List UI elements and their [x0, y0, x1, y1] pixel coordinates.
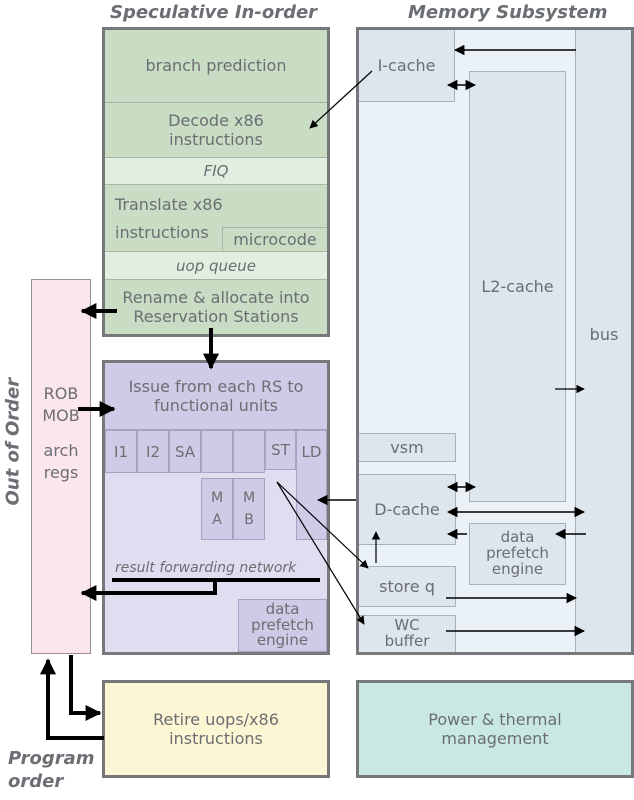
arrow-icache-to-decode — [309, 70, 373, 129]
mem-data-prefetch-engine: data prefetch engine — [469, 523, 566, 585]
translate-block: Translate x86 instructions microcode — [105, 184, 327, 252]
section-title-speculative-in-order: Speculative In-order — [110, 2, 318, 23]
retire-block: Retire uops/x86 instructions — [102, 680, 330, 778]
d-cache: D-cache — [359, 474, 456, 545]
decode-x86: Decode x86 instructions — [105, 102, 327, 157]
translate-x86: Translate x86 instructions — [115, 195, 223, 242]
exec-data-prefetch-engine: data prefetch engine — [238, 599, 327, 652]
arrow-st-to-storeq — [276, 481, 369, 569]
wc-buffer: WC buffer — [359, 615, 456, 652]
i-cache: I-cache — [359, 30, 455, 102]
result-forwarding-label: result forwarding network — [115, 560, 297, 576]
unit-ma-bottom-label: A — [212, 512, 222, 528]
bus-label: bus — [589, 325, 619, 344]
uop-queue: uop queue — [105, 251, 327, 279]
unit-ld-label: LD — [301, 442, 322, 461]
arrow-rob-to-retire — [69, 655, 102, 721]
rob-label: ROB — [43, 384, 79, 403]
mob-label: MOB — [42, 406, 80, 425]
unit-ld: LD — [296, 430, 327, 540]
front-end-block: branch prediction Decode x86 instruction… — [102, 27, 330, 337]
arch-label: arch — [43, 441, 79, 460]
unit-mb-top-label: M — [242, 490, 256, 506]
section-title-program-order: Program order — [8, 748, 95, 792]
unit-st: ST — [265, 430, 296, 470]
branch-prediction: branch prediction — [145, 56, 287, 76]
unit-i1: I1 — [105, 430, 137, 473]
issue-from-rs: Issue from each RS to functional units — [105, 363, 327, 430]
unit-mb: M B — [233, 478, 265, 540]
arrow-retire-to-rob — [40, 658, 104, 740]
store-q: store q — [359, 566, 456, 607]
memory-subsystem-block: bus I-cache L2-cache vsm D-cache data pr… — [356, 27, 634, 655]
unit-mb-bottom-label: B — [244, 512, 254, 528]
arrow-forwarding-to-rob — [80, 580, 217, 601]
unit-ma-top-label: M — [210, 490, 224, 506]
rename-allocate: Rename & allocate into Reservation Stati… — [105, 279, 327, 334]
power-thermal-block: Power & thermal management — [356, 680, 634, 778]
unit-sa: SA — [169, 430, 201, 473]
fiq: FIQ — [105, 157, 327, 184]
microcode: microcode — [222, 227, 327, 252]
regs-label: regs — [43, 463, 79, 482]
section-title-memory-subsystem: Memory Subsystem — [408, 2, 608, 23]
unit-ma: M A — [201, 478, 233, 540]
unit-mb-top — [233, 430, 265, 473]
arrow-st-to-wcbuffer — [276, 481, 365, 625]
vsm: vsm — [359, 433, 456, 462]
unit-i2: I2 — [137, 430, 169, 473]
l2-cache: L2-cache — [469, 71, 566, 502]
l2-cache-label: L2-cache — [481, 277, 554, 296]
unit-ma-top — [201, 430, 233, 473]
bus: bus — [575, 30, 631, 652]
